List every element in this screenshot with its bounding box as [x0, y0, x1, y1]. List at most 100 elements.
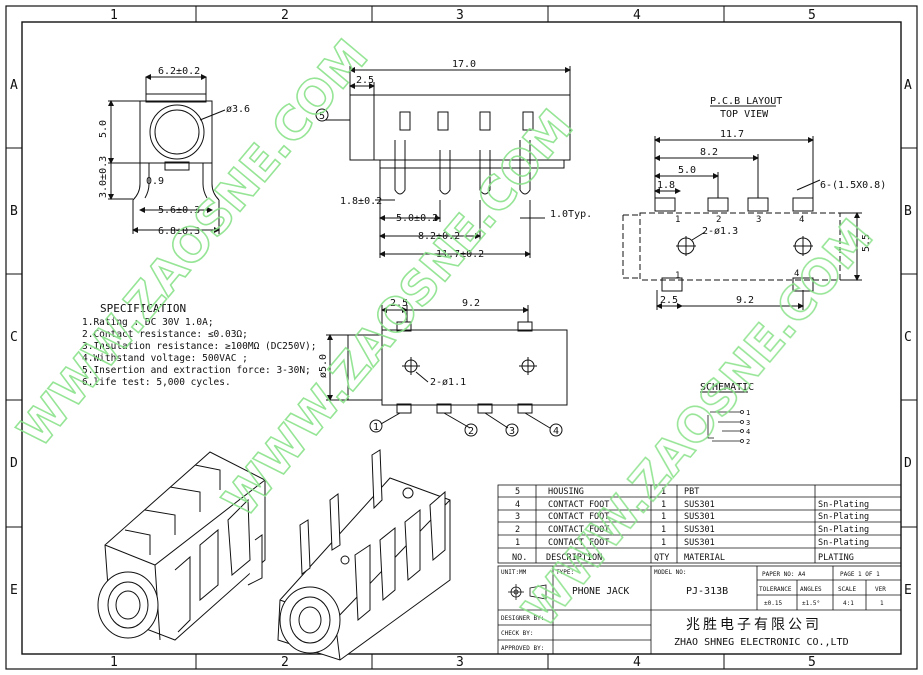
- schematic-title: SCHEMATIC: [700, 382, 754, 393]
- specification: SPECIFICATION 1.Rating : DC 30V 1.0A; 2.…: [82, 302, 317, 388]
- bottom-view: [326, 305, 568, 429]
- bom-cell: Sn-Plating: [818, 500, 869, 510]
- type-label: TYPE:: [556, 569, 574, 576]
- bom-cell: Sn-Plating: [818, 538, 869, 548]
- pcb-layout: [622, 105, 862, 310]
- schematic-pin-2: 2: [746, 438, 750, 446]
- bom-cell: SUS301: [684, 525, 715, 535]
- row-label-d-right: D: [904, 456, 912, 471]
- bom-cell: CONTACT FOOT: [548, 500, 609, 510]
- row-label-e-right: E: [904, 583, 912, 598]
- approved-label: APPROVED BY:: [501, 645, 544, 652]
- pcb-dim-9-2: 9.2: [736, 295, 754, 306]
- col-label-1-top: 1: [110, 8, 118, 23]
- bom-cell: 1: [661, 525, 666, 535]
- row-label-b-right: B: [904, 204, 912, 219]
- unit-label: UNIT:MM: [501, 569, 527, 576]
- tolerance-label: TOLERANCE: [759, 586, 792, 593]
- type-value: PHONE JACK: [572, 586, 629, 597]
- spec-line-5: 5.Insertion and extraction force: 3-30N;: [82, 365, 311, 376]
- bom-header-material: MATERIAL: [684, 553, 725, 563]
- bom-cell: CONTACT FOOT: [548, 525, 609, 535]
- pcb-dim-8-2: 8.2: [700, 147, 718, 158]
- pcb-layout-title: P.C.B LAYOUT: [710, 96, 782, 107]
- spec-line-1: 1.Rating : DC 30V 1.0A;: [82, 317, 214, 328]
- front-view: [108, 74, 226, 234]
- bom-cell: 1: [661, 512, 666, 522]
- dim-leg-height: 3.0±0.3: [98, 156, 109, 198]
- bom-cell: HOUSING: [548, 487, 584, 497]
- scale-value: 4:1: [843, 600, 854, 607]
- model-value: PJ-313B: [686, 586, 728, 597]
- row-label-c-right: C: [904, 330, 912, 345]
- bom-header-qty: QTY: [654, 553, 669, 563]
- balloon-2-label: 2: [468, 426, 474, 437]
- drawing-frame: [5, 5, 918, 670]
- spec-title: SPECIFICATION: [100, 302, 186, 315]
- bom-cell: CONTACT FOOT: [548, 512, 609, 522]
- bom-cell: 3: [515, 512, 520, 522]
- dim-body-height: 5.0: [98, 120, 109, 138]
- title-block-text: UNIT:MM TYPE: PHONE JACK MODEL NO: PJ-31…: [501, 569, 886, 652]
- col-label-2-top: 2: [281, 8, 289, 23]
- bottom-diameter: ø5.0: [318, 354, 329, 378]
- row-label-c-left: C: [10, 330, 18, 345]
- tolerance-value: ±0.15: [764, 600, 782, 607]
- bom-header-plating: PLATING: [818, 553, 854, 563]
- scale-label: SCALE: [838, 586, 856, 593]
- balloon-4: [549, 423, 563, 437]
- ver-value: 1: [880, 600, 884, 607]
- dim-leg-thickness: 0.9: [146, 176, 164, 187]
- bom-cell: SUS301: [684, 538, 715, 548]
- row-label-e-left: E: [10, 583, 18, 598]
- bom-cell: 2: [515, 525, 520, 535]
- dim-outer-width: 6.8±0.3: [158, 226, 200, 237]
- schematic-pin-3: 3: [746, 419, 750, 427]
- schematic-pin-1: 1: [746, 409, 750, 417]
- row-label-a-right: A: [904, 78, 912, 93]
- bom-cell: CONTACT FOOT: [548, 538, 609, 548]
- company-name-cn: 兆胜电子有限公司: [686, 617, 822, 633]
- bom-cell: SUS301: [684, 500, 715, 510]
- col-label-3-bottom: 3: [456, 655, 464, 670]
- dim-pin-1: 1.8±0.2: [340, 196, 382, 207]
- bom-cell: 1: [661, 538, 666, 548]
- dim-pin-3: 8.2±0.2: [418, 231, 460, 242]
- bom-cell: 1: [661, 487, 666, 497]
- title-block: [497, 565, 902, 655]
- pcb-layout-subtitle: TOP VIEW: [720, 109, 769, 120]
- dim-front-offset: 2.5: [356, 75, 374, 86]
- pcb-pad-bottom-4: 4: [794, 269, 799, 279]
- check-label: CHECK BY:: [501, 630, 534, 637]
- dim-hole-diameter: ø3.6: [226, 104, 250, 115]
- pcb-pad-top-1: 1: [675, 215, 680, 225]
- table-row: 2 CONTACT FOOT 1 SUS301 Sn-Plating: [515, 525, 869, 535]
- iso-view-right: [277, 449, 451, 661]
- dim-inner-width: 5.6±0.3: [158, 205, 200, 216]
- col-label-3-top: 3: [456, 8, 464, 23]
- bottom-dim-9-2: 9.2: [462, 298, 480, 309]
- pcb-dim-5-0: 5.0: [678, 165, 696, 176]
- col-label-4-top: 4: [633, 8, 641, 23]
- paper-label: PAPER NO: A4: [762, 571, 806, 578]
- dim-width-top: 6.2±0.2: [158, 66, 200, 77]
- col-label-5-bottom: 5: [808, 655, 816, 670]
- front-view-labels: 6.2±0.2 ø3.6 5.0 3.0±0.3 0.9 5.6±0.3 6.8…: [98, 66, 250, 237]
- spec-line-3: 3.Insulation resistance: ≥100MΩ (DC250V)…: [82, 341, 317, 352]
- bom-cell: Sn-Plating: [818, 525, 869, 535]
- side-view: [325, 66, 571, 258]
- angles-value: ±1.5°: [802, 600, 820, 607]
- side-view-labels: 5 17.0 2.5 1.8±0.2 5.0±0.2 8.2±0.2 11.7±…: [315, 59, 592, 260]
- bom-text: NO. DESCRIPTION QTY MATERIAL PLATING 5 H…: [512, 487, 869, 563]
- row-label-a-left: A: [10, 78, 18, 93]
- bom-cell: 4: [515, 500, 520, 510]
- bom-header-description: DESCRIPTION: [546, 553, 602, 563]
- col-label-5-top: 5: [808, 8, 816, 23]
- spec-line-4: 4.Withstand voltage: 500VAC ;: [82, 353, 248, 364]
- balloon-1-label: 1: [373, 422, 379, 433]
- angles-label: ANGLES: [800, 586, 822, 593]
- pcb-pad-bottom-1: 1: [675, 271, 680, 281]
- bottom-hole-note: 2-ø1.1: [430, 377, 466, 388]
- pcb-height: 5.5: [861, 234, 872, 252]
